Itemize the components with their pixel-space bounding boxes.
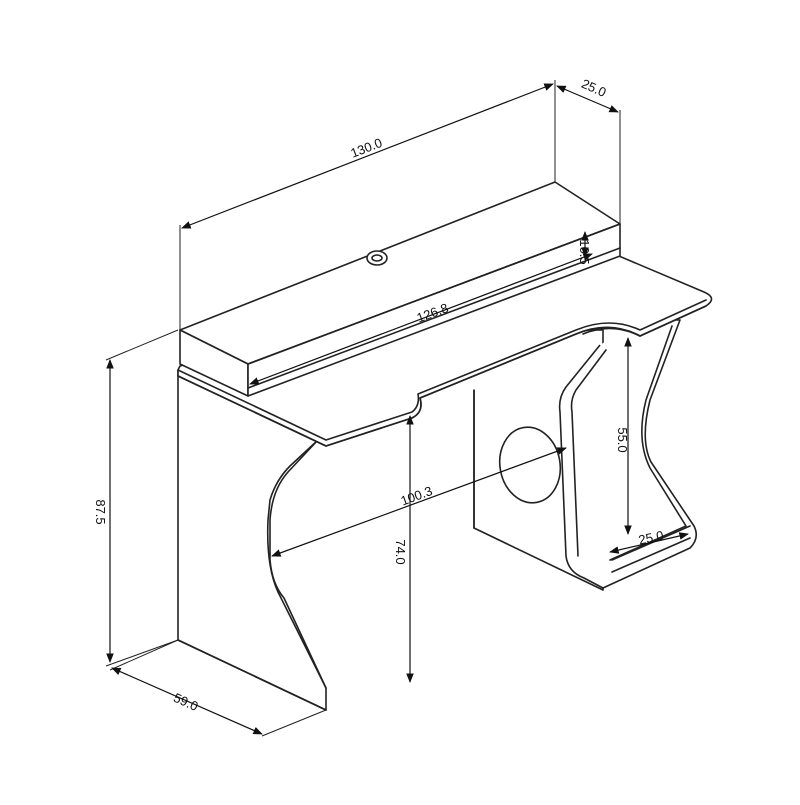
ext-line-total-height-bottom [105, 639, 179, 667]
ext-line-depth-right [261, 709, 327, 737]
label-hutch-depth: 25.0 [579, 76, 608, 100]
label-hutch-height: 10.5 [577, 239, 592, 264]
pedestal-side-inner-edge [570, 325, 687, 561]
dim-line-overall-width [181, 83, 554, 229]
dim-line-leg-gap [271, 447, 567, 557]
label-shelf-width: 25.0 [637, 528, 665, 548]
dim-line-hutch-depth [556, 85, 619, 113]
label-total-height: 87.5 [93, 499, 108, 524]
dim-line-shelf-width [609, 532, 689, 554]
dim-line-inner-width [249, 253, 593, 385]
label-shelf-height: 55.0 [615, 427, 630, 452]
label-leg-gap: 100.3 [399, 483, 435, 508]
ext-line-total-height-top [105, 329, 179, 361]
dim-line-depth [111, 667, 263, 735]
label-desk-height: 74.0 [393, 539, 408, 564]
ext-line-depth-left [109, 639, 179, 671]
label-depth: 59.0 [171, 690, 200, 714]
cable-grommet [366, 250, 388, 266]
